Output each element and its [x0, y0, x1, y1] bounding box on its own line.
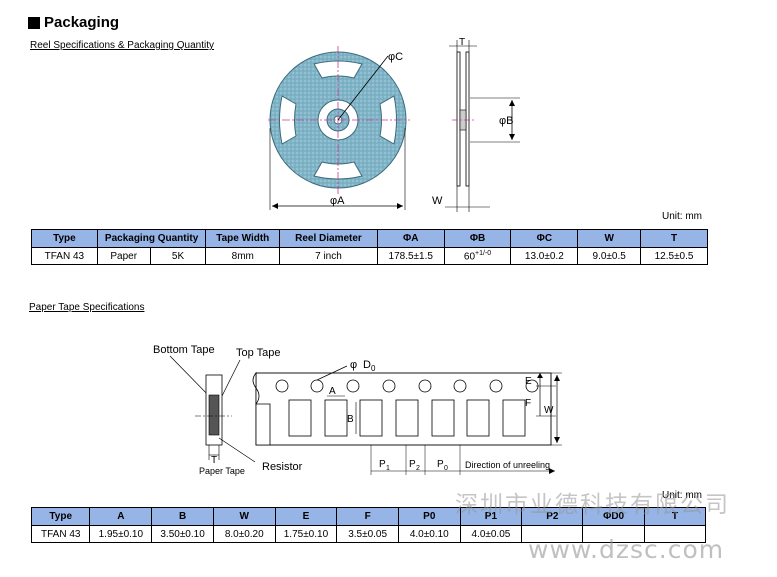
table-header-cell: P1 — [459, 507, 523, 526]
table-cell: Paper — [96, 247, 151, 265]
table-header-cell: Packaging Quantity — [96, 229, 207, 248]
table-cell: 8.0±0.20 — [212, 525, 276, 543]
page-heading: Packaging — [28, 14, 119, 31]
label-phi: φ — [350, 359, 357, 371]
label-bottom-tape: Bottom Tape — [153, 344, 215, 356]
reel-window-right — [379, 95, 397, 145]
table-header-cell: Reel Diameter — [279, 229, 378, 248]
paper-tape-diagram: φ D 0 A B E F W P 1 P 2 P 0 Direction of… — [169, 355, 562, 475]
reel-window-top — [313, 60, 363, 79]
reel-spec-subtitle: Reel Specifications & Packaging Quantity — [30, 40, 214, 51]
label-direction: Direction of unreeling — [465, 460, 550, 470]
table-cell: 4.0±0.10 — [397, 525, 461, 543]
table-cell — [521, 525, 584, 543]
watermark-url: www.dzsc.com — [528, 535, 725, 564]
table-cell: 60+1/-0 — [443, 247, 512, 265]
watermark-company: 深圳市业德科技有限公司 — [455, 492, 730, 518]
table-row: TFAN 43 1.95±0.10 3.50±0.10 8.0±0.20 1.7… — [30, 525, 707, 543]
heading-text: Packaging — [44, 14, 120, 31]
label-d0-sub: 0 — [371, 364, 376, 373]
label-p1-sub: 1 — [386, 465, 390, 472]
label-t: T — [459, 38, 465, 48]
table-header-cell: W — [212, 507, 276, 526]
label-p2-sub: 2 — [416, 465, 420, 472]
label-p1: P — [379, 459, 386, 470]
table-header-cell: W — [577, 229, 642, 248]
label-phi-b: φB — [499, 115, 513, 127]
phi-b-tolerance: +1/-0 — [475, 249, 492, 257]
table-row: TFAN 43 Paper 5K 8mm 7 inch 178.5±1.5 60… — [31, 247, 708, 265]
reel-window-bottom — [313, 161, 363, 180]
paper-tape-subtitle: Paper Tape Specifications — [29, 302, 145, 313]
table-header-cell: ΦD0 — [582, 507, 645, 526]
label-p2: P — [409, 459, 416, 470]
table-header-cell: F — [336, 507, 399, 526]
table-header-cell: A — [89, 507, 153, 526]
table-header-cell: Tape Width — [205, 229, 281, 248]
label-e: E — [525, 376, 532, 387]
table-cell: 4.0±0.05 — [459, 525, 523, 543]
table-cell — [582, 525, 645, 543]
table-header-row: Type A B W E F P0 P1 P2 ΦD0 T — [30, 507, 707, 526]
label-b: B — [347, 414, 354, 425]
label-paper-tape: Paper Tape — [199, 466, 245, 476]
label-d0: D — [363, 359, 371, 371]
label-phi-c: φC — [388, 51, 403, 63]
table-cell: 8mm — [205, 247, 281, 265]
table-cell: TFAN 43 — [30, 525, 91, 543]
table-cell: 12.5±0.5 — [640, 247, 708, 265]
reel-diagram: φC φA T φB W — [268, 38, 520, 212]
table-header-cell: ΦA — [376, 229, 445, 248]
label-phi-a: φA — [330, 195, 345, 207]
table-header-cell: E — [274, 507, 338, 526]
table-header-cell: P0 — [397, 507, 461, 526]
table-cell: 178.5±1.5 — [376, 247, 445, 265]
table-header-cell: B — [151, 507, 214, 526]
table-cell — [643, 525, 707, 543]
table-header-cell: Type — [30, 507, 91, 526]
label-a: A — [329, 386, 336, 397]
table-header-cell: ΦC — [510, 229, 579, 248]
label-w: W — [544, 405, 554, 416]
label-t: T — [211, 455, 218, 466]
table-cell: 3.50±0.10 — [151, 525, 214, 543]
label-p0: P — [437, 459, 444, 470]
label-top-tape: Top Tape — [236, 347, 281, 359]
table-cell: TFAN 43 — [31, 247, 98, 265]
label-w: W — [432, 195, 443, 207]
phi-b-value: 60 — [463, 251, 476, 263]
heading-square-icon — [28, 16, 40, 29]
table-cell: 3.5±0.05 — [336, 525, 399, 543]
table-cell: 1.95±0.10 — [89, 525, 153, 543]
label-p0-sub: 0 — [444, 465, 448, 472]
label-f: F — [525, 398, 531, 409]
table-cell: 5K — [149, 247, 207, 265]
table-header-cell: T — [643, 507, 707, 526]
reel-spec-table: Type Packaging Quantity Tape Width Reel … — [31, 229, 708, 265]
table-cell: 13.0±0.2 — [510, 247, 579, 265]
tape-unit-label: Unit: mm — [662, 490, 702, 501]
tape-spec-table: Type A B W E F P0 P1 P2 ΦD0 T TFAN 43 1.… — [30, 507, 707, 543]
table-cell: 1.75±0.10 — [274, 525, 338, 543]
table-header-cell: T — [640, 229, 708, 248]
table-cell: 7 inch — [279, 247, 378, 265]
table-header-cell: Type — [31, 229, 98, 248]
label-resistor: Resistor — [262, 461, 303, 473]
table-header-row: Type Packaging Quantity Tape Width Reel … — [31, 229, 708, 248]
table-header-cell: ΦB — [443, 229, 512, 248]
table-cell: 9.0±0.5 — [577, 247, 642, 265]
table-header-cell: P2 — [521, 507, 584, 526]
reel-unit-label: Unit: mm — [662, 211, 702, 222]
